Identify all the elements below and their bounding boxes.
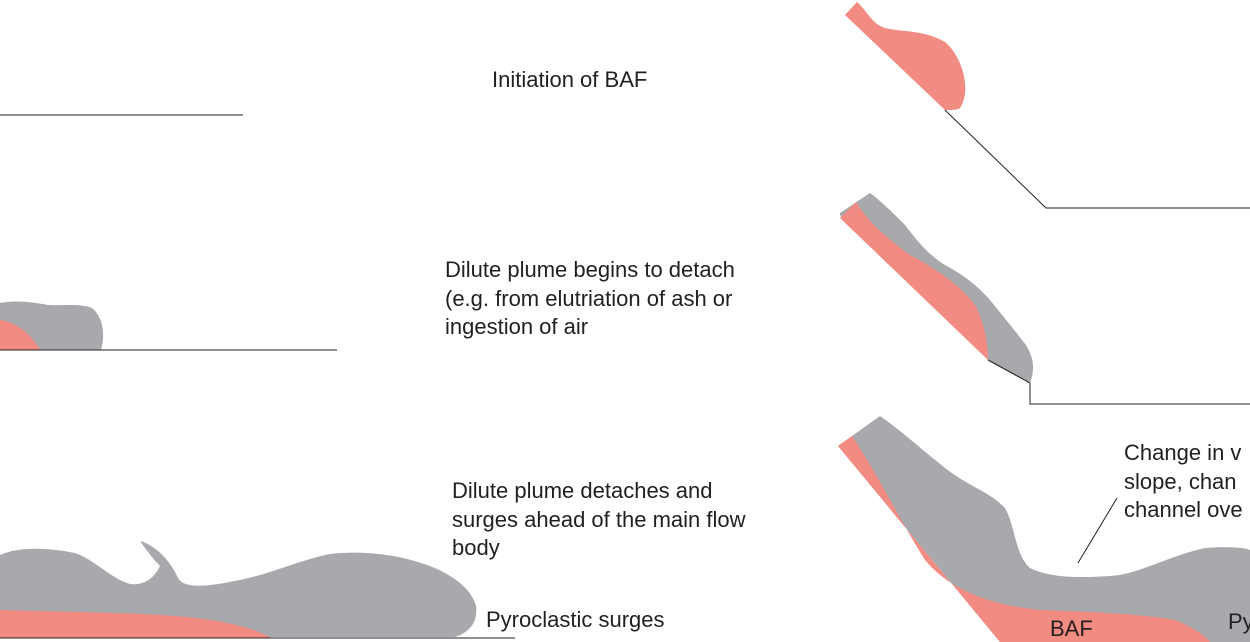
left-dilute-plume-3 bbox=[0, 541, 477, 637]
left-panel-2 bbox=[0, 301, 337, 351]
right-baf-body-3 bbox=[838, 436, 1210, 642]
left-baf-body-3 bbox=[0, 610, 272, 638]
left-panel-3 bbox=[0, 541, 515, 639]
right-baf-body-2 bbox=[840, 202, 988, 360]
right-baf-body-1 bbox=[845, 2, 966, 110]
right-panel-2 bbox=[840, 193, 1250, 405]
left-baf-body-2 bbox=[0, 320, 40, 350]
right-panel-1 bbox=[845, 2, 1250, 209]
caption-plume-begins-to-detach: Dilute plume begins to detach (e.g. from… bbox=[445, 257, 735, 339]
right-slope-line-2 bbox=[987, 359, 1250, 405]
pyroclastic-surges-label: Pyroclastic surges bbox=[486, 607, 665, 632]
right-dilute-plume-3 bbox=[838, 416, 1250, 642]
right-panel-3: BAF Py bbox=[838, 416, 1250, 642]
right-annotation-leader-line bbox=[1077, 497, 1118, 564]
caption-plume-detaches: Dilute plume detaches and surges ahead o… bbox=[452, 478, 746, 560]
baf-label: BAF bbox=[1050, 616, 1093, 641]
change-annotation: Change in v slope, chan channel ove bbox=[1124, 440, 1243, 522]
right-slope-line-1 bbox=[944, 109, 1250, 209]
py-label-cropped: Py bbox=[1228, 609, 1250, 634]
caption-initiation-of-baf: Initiation of BAF bbox=[492, 67, 648, 92]
